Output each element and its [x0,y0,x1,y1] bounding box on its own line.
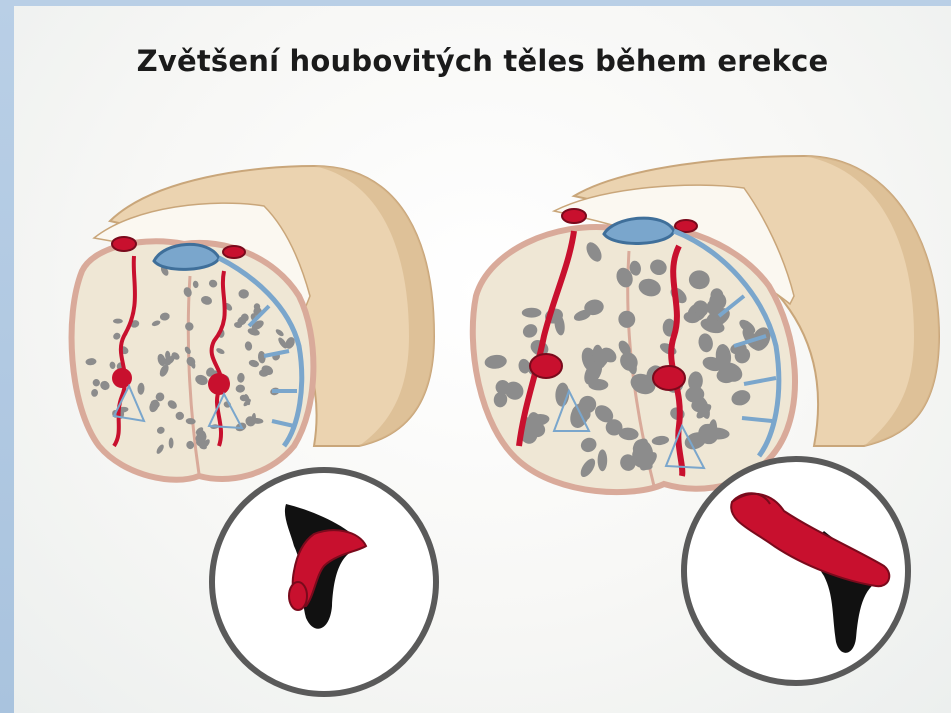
flaccid-penis-inset-icon [212,470,436,694]
artery-node-right-erect [653,366,685,390]
sinusoid [598,449,608,471]
dorsal-artery-left [112,237,136,251]
slide: Zvětšení houbovitých těles během erekce [14,6,951,713]
flaccid-cross-section [72,166,434,480]
artery-node-right [208,373,230,395]
illustration [14,6,951,713]
sinusoid [113,319,123,324]
dorsal-artery-left-erect [562,209,586,223]
dorsal-artery-right [223,246,245,258]
sinusoid [522,308,542,318]
erect-cross-section [473,156,939,492]
sinusoid [169,438,174,449]
artery-node-left-erect [530,354,562,378]
erect-penis-inset-icon [684,459,908,683]
